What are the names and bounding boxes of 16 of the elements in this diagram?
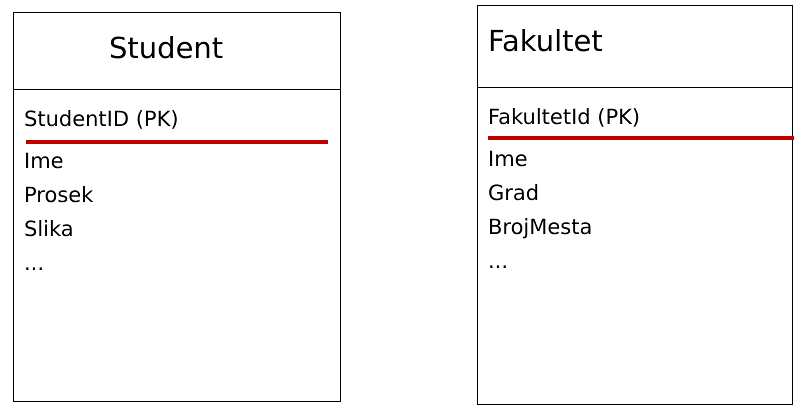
field-name: Slika (24, 216, 74, 243)
field-name: BrojMesta (488, 214, 592, 241)
field-name: ... (24, 250, 44, 277)
field-name: Prosek (24, 182, 94, 209)
table-header (13, 12, 341, 90)
table-header (477, 5, 793, 88)
field-name: Grad (488, 180, 540, 207)
field-name: Ime (488, 146, 528, 173)
table-body (477, 87, 793, 405)
field-name: FakultetId (PK) (488, 104, 640, 131)
field-name: ... (488, 248, 508, 275)
field-name: StudentID (PK) (24, 106, 179, 133)
table-body (13, 89, 341, 402)
table-name: Fakultet (488, 24, 603, 58)
table-name: Student (109, 31, 224, 65)
field-name: Ime (24, 148, 64, 175)
